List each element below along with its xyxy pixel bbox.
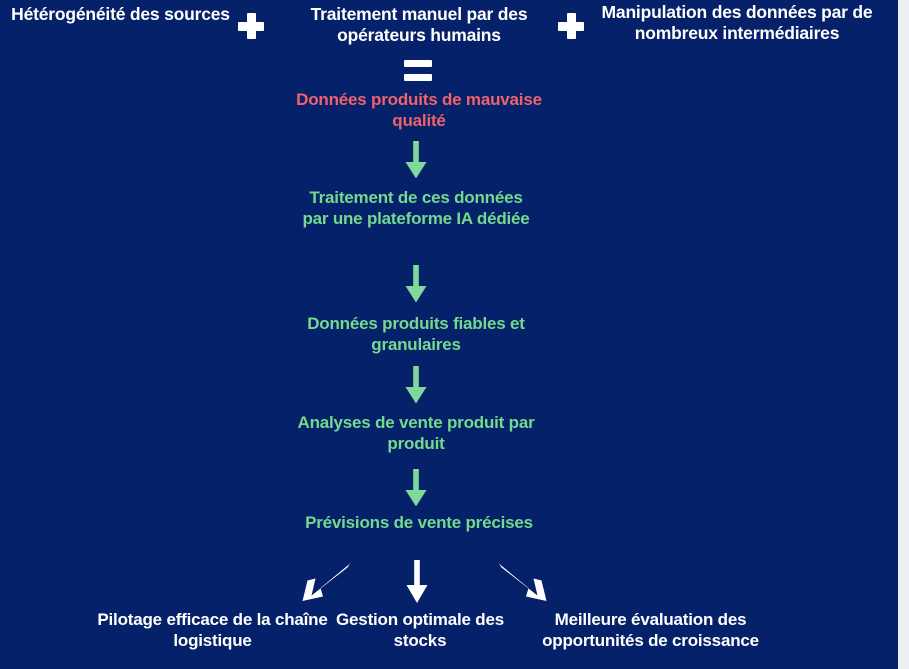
outcome-label-growth: Meilleure évaluation des opportunités de… <box>542 610 759 650</box>
plus-icon <box>558 13 584 39</box>
cause-label-heterogeneity: Hétérogénéité des sources <box>11 4 230 24</box>
cause-label-manual-processing: Traitement manuel par des opérateurs hum… <box>310 4 528 46</box>
step-label-reliable-data: Données produits fiables et granulaires <box>307 314 525 354</box>
step-label-ai-platform: Traitement de ces données par une platef… <box>302 188 530 228</box>
arrow-down-left-icon <box>297 560 355 604</box>
step-label-sales-analysis: Analyses de vente produit par produit <box>297 413 535 453</box>
plus-icon <box>238 13 264 39</box>
arrow-down-icon <box>403 265 429 303</box>
step-label-bad-data: Données produits de mauvaise qualité <box>296 90 542 130</box>
arrow-down-icon <box>403 141 429 179</box>
outcome-label-stocks: Gestion optimale des stocks <box>336 610 504 650</box>
arrow-down-icon <box>403 469 429 507</box>
right-edge-strip <box>898 0 909 669</box>
step-label-sales-forecast: Prévisions de vente précises <box>305 513 533 532</box>
outcome-label-logistics: Pilotage efficace de la chaîne logistiqu… <box>97 610 328 650</box>
arrow-down-icon <box>404 560 430 604</box>
arrow-down-right-icon <box>494 560 552 604</box>
cause-label-intermediaries: Manipulation des données par de nombreux… <box>601 2 873 44</box>
equals-icon <box>404 60 432 81</box>
arrow-down-icon <box>403 366 429 404</box>
